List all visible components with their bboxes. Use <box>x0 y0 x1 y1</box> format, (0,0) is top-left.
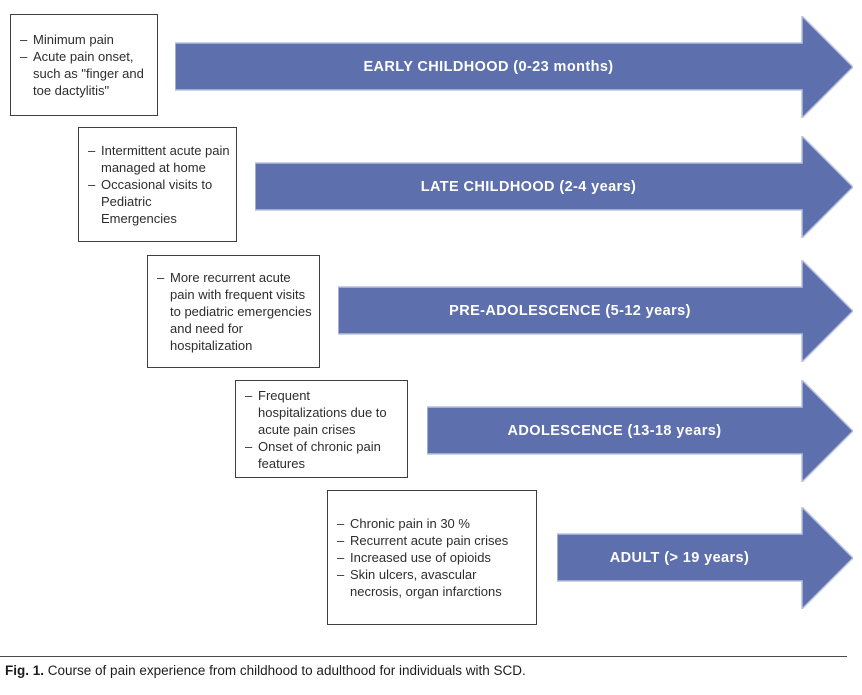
note-text: Onset of chronic pain features <box>258 438 381 471</box>
bullet-dash: – <box>88 143 96 158</box>
bullet-dash: – <box>337 516 345 531</box>
timeline-arrow-early-childhood: EARLY CHILDHOOD (0-23 months) <box>175 16 853 118</box>
arrow-shape <box>557 507 853 609</box>
notes-box-late-childhood: – Intermittent acute pain managed at hom… <box>78 127 237 242</box>
note-text: Minimum pain <box>33 32 114 47</box>
note-item: – Frequent hospitalizations due to acute… <box>245 387 401 438</box>
note-text: Frequent hospitalizations due to acute p… <box>258 387 387 437</box>
notes-box-early-childhood: – Minimum pain – Acute pain onset, such … <box>10 14 158 116</box>
right-arrow-icon <box>255 136 853 238</box>
arrow-shape <box>255 136 853 238</box>
right-arrow-icon <box>557 507 853 609</box>
bullet-dash: – <box>245 438 253 454</box>
note-text: Skin ulcers, avascular necrosis, organ i… <box>350 567 502 599</box>
caption-text: Course of pain experience from childhood… <box>47 663 526 678</box>
note-item: – Skin ulcers, avascular necrosis, organ… <box>337 566 530 600</box>
note-text: Chronic pain in 30 % <box>350 516 470 531</box>
arrow-label: LATE CHILDHOOD (2-4 years) <box>420 179 637 195</box>
arrow-shape <box>175 16 853 118</box>
note-item: – Acute pain onset, such as "finger and … <box>20 48 151 99</box>
bullet-dash: – <box>157 270 165 285</box>
note-item: – Chronic pain in 30 % <box>337 515 530 532</box>
notes-box-adolescence: – Frequent hospitalizations due to acute… <box>235 380 408 478</box>
bullet-dash: – <box>337 567 345 582</box>
bullet-dash: – <box>20 32 28 47</box>
timeline-arrow-pre-adolescence: PRE-ADOLESCENCE (5-12 years) <box>338 260 853 362</box>
note-text: Intermittent acute pain managed at home <box>101 143 230 175</box>
bullet-dash: – <box>337 533 345 548</box>
figure-number: Fig. 1. <box>5 663 45 678</box>
timeline-arrow-adolescence: ADOLESCENCE (13-18 years) <box>427 380 853 482</box>
note-item: – Recurrent acute pain crises <box>337 532 530 549</box>
note-item: – More recurrent acute pain with frequen… <box>157 269 313 354</box>
bullet-dash: – <box>245 387 253 403</box>
note-item: – Occasional visits to Pediatric Emergen… <box>88 176 230 227</box>
right-arrow-icon <box>175 16 853 118</box>
note-item: – Increased use of opioids <box>337 549 530 566</box>
right-arrow-icon <box>427 380 853 482</box>
arrow-label: ADULT (> 19 years) <box>609 550 750 566</box>
arrow-label: PRE-ADOLESCENCE (5-12 years) <box>449 303 691 319</box>
arrow-shape <box>427 380 853 482</box>
caption-divider <box>0 656 847 657</box>
bullet-dash: – <box>337 550 345 565</box>
bullet-dash: – <box>20 49 28 64</box>
note-item: – Onset of chronic pain features <box>245 438 401 472</box>
right-arrow-icon <box>338 260 853 362</box>
arrow-shape <box>338 260 853 362</box>
notes-box-pre-adolescence: – More recurrent acute pain with frequen… <box>147 255 320 368</box>
arrow-label: EARLY CHILDHOOD (0-23 months) <box>363 59 614 75</box>
note-text: Acute pain onset, such as "finger and to… <box>33 49 144 98</box>
bullet-dash: – <box>88 177 96 192</box>
note-item: – Intermittent acute pain managed at hom… <box>88 142 230 176</box>
figure-caption: Fig. 1. Course of pain experience from c… <box>5 663 845 678</box>
notes-box-adult: – Chronic pain in 30 % – Recurrent acute… <box>327 490 537 625</box>
note-text: Occasional visits to Pediatric Emergenci… <box>101 177 213 226</box>
note-text: Recurrent acute pain crises <box>350 533 509 548</box>
timeline-arrow-late-childhood: LATE CHILDHOOD (2-4 years) <box>255 136 853 238</box>
note-item: – Minimum pain <box>20 31 151 48</box>
note-text: Increased use of opioids <box>350 550 491 565</box>
arrow-label: ADOLESCENCE (13-18 years) <box>507 423 722 439</box>
timeline-arrow-adult: ADULT (> 19 years) <box>557 507 853 609</box>
note-text: More recurrent acute pain with frequent … <box>170 270 312 353</box>
